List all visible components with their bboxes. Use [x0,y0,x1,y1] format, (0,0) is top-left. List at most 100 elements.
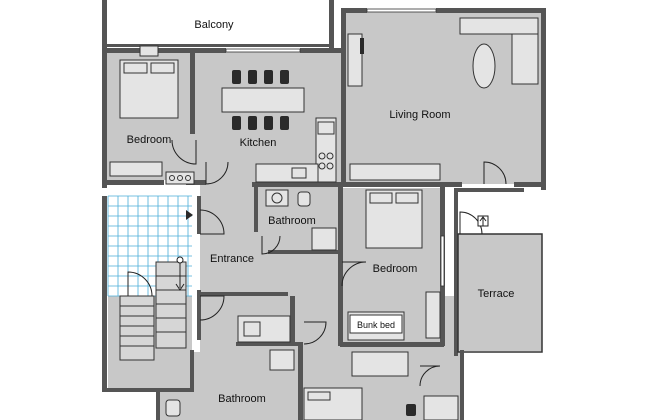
wall-terrace-top [454,188,524,192]
wall-bathroom-1-right [338,186,343,302]
coffee-table [472,43,496,89]
label-bathroom-2: Bathroom [218,393,266,405]
pillow-icon [150,62,175,74]
wall-kitchen-south [252,182,342,187]
wall-living-south [342,182,462,187]
label-bedroom-1: Bedroom [127,134,172,146]
wardrobe [425,291,441,339]
wardrobe [109,161,163,177]
stair-start-marker [176,256,184,264]
wall-west-upper [102,48,107,188]
chair-icon [406,404,416,416]
wall-bathroom-2-west [156,388,160,420]
bedside-table [139,45,159,57]
wall-lower-partition [236,342,298,346]
room-labels: Balcony Bedroom Kitchen Living Room Bath… [127,19,515,405]
windows [225,8,445,287]
wall-balcony-left [102,0,107,48]
wall-bedroom-2-south [340,342,444,347]
shower-tray [311,227,337,251]
wall-west-lower [102,196,107,392]
chair-icon [280,116,289,130]
pillow-icon [369,192,393,204]
label-living-room: Living Room [389,109,450,121]
door-terrace [459,211,483,235]
washbasin [269,349,295,371]
door-lower-hall [199,295,225,321]
hob-icon [165,171,195,185]
label-terrace: Terrace [478,288,515,300]
label-entrance: Entrance [210,253,254,265]
armchair [349,163,441,181]
stove-burner-icon [318,162,326,170]
wall-entrance-west-2 [197,290,201,340]
wall-bedroom-kitchen [190,52,195,134]
wall-lower-partition-2 [298,342,303,420]
chair-icon [280,70,289,84]
wall-living-top [341,8,367,13]
floor-terrace [458,234,542,351]
kitchen-counter [255,163,319,183]
stove-burner-icon [177,175,183,181]
door-entrance [199,209,225,235]
stove-burner-icon [318,152,326,160]
wall-living-right [541,8,546,190]
door-living-room [483,161,507,185]
washing-machine-drum-icon [271,192,283,204]
label-bathroom-1: Bathroom [268,215,316,227]
pillow-icon [395,192,419,204]
wall-stair-east [190,350,194,392]
tv-cabinet [347,33,363,87]
washing-machine [265,189,289,207]
sink-icon [243,321,261,337]
door-bathroom-2 [303,321,327,345]
staircase [119,210,193,361]
tv-icon [360,38,364,54]
wall-bedroom-south-2 [186,180,206,185]
desk [423,395,459,420]
stove-burner-icon [185,175,191,181]
door-bathroom-1 [261,235,281,255]
doors [127,139,507,387]
stair-flight [155,261,187,349]
wall-north-kitchen-2 [300,48,346,53]
wall-entrance-west [197,196,201,234]
wall-lower-east [460,350,464,420]
label-bunk-bed: Bunk bed [357,320,395,330]
sofa [511,33,539,85]
stair-landing [119,295,155,361]
toilet-icon [165,399,181,417]
chair-icon [232,70,241,84]
door-bedroom-2 [341,261,367,287]
wall-balcony-right [329,0,334,48]
door-stair [127,271,153,297]
label-balcony: Balcony [194,19,234,31]
window-bedroom-2 [440,235,445,287]
wall-bedroom-2-west [338,262,343,346]
door-kitchen [205,161,229,185]
chair-icon [248,116,257,130]
furniture [109,17,539,420]
window-kitchen [225,48,301,53]
wall-bedroom-south [104,180,164,185]
kitchenette [237,315,291,343]
floor-living-room [343,12,543,184]
door-bedroom-1 [171,139,197,165]
sink-icon [291,167,307,179]
fridge [317,121,335,135]
sofa [459,17,539,35]
wall-living-top-2 [436,8,546,13]
walls [102,0,546,420]
wall-north-kitchen [192,48,226,53]
chair-icon [248,70,257,84]
wall-lower-hall-west [198,292,288,296]
wall-terrace-west [454,190,458,356]
stair-entry-arrow-icon [186,210,193,220]
pillow-icon [307,391,331,401]
stove-burner-icon [326,152,334,160]
pillow-icon [123,62,148,74]
wall-balcony-rail [102,44,334,47]
wall-living-left [341,8,346,186]
chair-icon [232,116,241,130]
